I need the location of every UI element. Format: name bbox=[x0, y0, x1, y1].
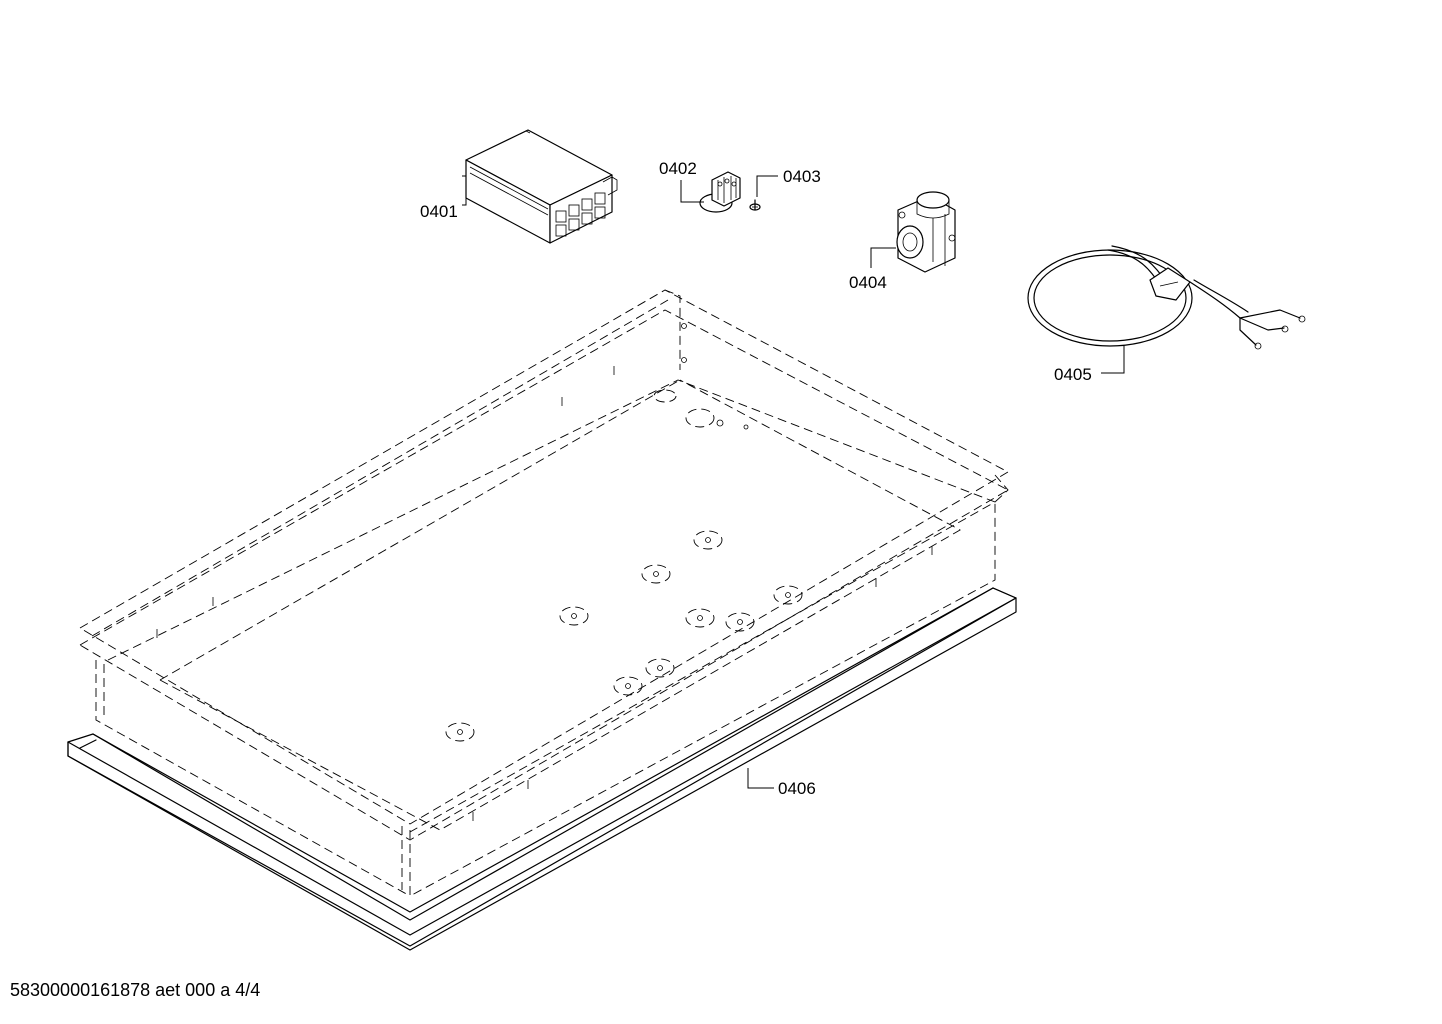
leader-0403 bbox=[756, 175, 778, 197]
part-0405-power-cord bbox=[1027, 245, 1306, 350]
leader-0405 bbox=[1101, 346, 1125, 374]
leader-0406 bbox=[747, 768, 774, 789]
label-0403: 0403 bbox=[783, 167, 821, 186]
part-0404-gas-valve bbox=[896, 191, 956, 273]
label-0406: 0406 bbox=[778, 779, 816, 798]
part-0402-terminal-block bbox=[699, 171, 741, 213]
part-0401-relay-box bbox=[465, 129, 618, 244]
leader-0404 bbox=[870, 247, 896, 268]
label-0402: 0402 bbox=[659, 159, 697, 178]
part-0403-screw bbox=[749, 199, 761, 211]
leader-0402 bbox=[680, 180, 704, 203]
document-footer-id: 58300000161878 aet 000 a 4/4 bbox=[10, 980, 261, 1000]
label-0405: 0405 bbox=[1054, 365, 1092, 384]
part-0406-base-tray bbox=[67, 289, 1017, 951]
label-0404: 0404 bbox=[849, 273, 887, 292]
label-0401: 0401 bbox=[420, 202, 458, 221]
